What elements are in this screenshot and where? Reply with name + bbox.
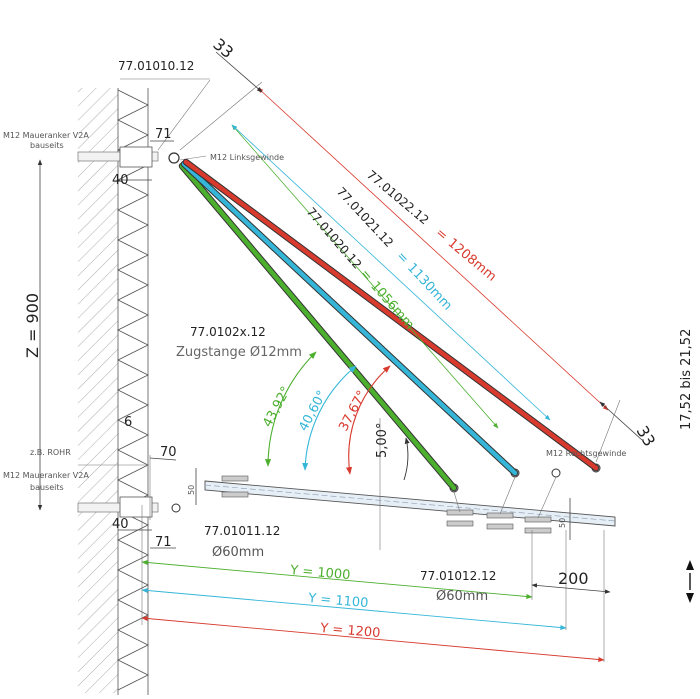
bottom-anchor	[77, 455, 159, 520]
anchor-bottom-label: M12 Maueranker V2A	[3, 471, 89, 480]
bottom-right-dia: Ø60mm	[436, 589, 488, 604]
bauseits-bottom-label: bauseits	[30, 483, 64, 492]
dim-70: 70	[160, 445, 177, 460]
rod-label-green: 77.01020.12 = 1056mm	[304, 205, 417, 333]
dim-33-top: 33	[209, 35, 237, 63]
angle-green: 43,92°	[260, 384, 294, 430]
rod-desc-label: Zugstange Ø12mm	[176, 345, 302, 360]
svg-text:=: =	[432, 225, 450, 244]
z-dim-label: Z = 900	[23, 293, 42, 358]
dim-71-bottom: 71	[155, 535, 172, 550]
top-hinge	[168, 152, 180, 164]
svg-text:=: =	[393, 249, 411, 267]
top-anchor-bolt	[77, 151, 159, 162]
angle-cyan: 40,60°	[296, 388, 330, 434]
angle-red: 37,67°	[336, 388, 370, 434]
bottom-anchor-bolt	[77, 502, 159, 513]
dim-200: 200	[558, 569, 589, 588]
slope-range-label: 17,52 bis 21,52	[679, 329, 694, 430]
y-dim-green: Y = 1000	[289, 563, 351, 583]
dim-6: 6	[124, 415, 132, 430]
bauseits-top-label: bauseits	[30, 141, 64, 150]
y-dim-cyan: Y = 1100	[307, 591, 369, 611]
y-dim-red: Y = 1200	[319, 621, 381, 641]
small-dims	[118, 140, 571, 549]
wall	[78, 88, 149, 695]
dim-33-right: 33	[633, 423, 660, 450]
slope-marker	[686, 560, 694, 603]
wall-hatch	[78, 88, 118, 693]
svg-text:1208mm: 1208mm	[445, 236, 499, 285]
bottom-left-part: 77.01011.12	[204, 524, 280, 538]
rod-dimension-lines	[179, 81, 621, 463]
top-part-label: 77.01010.12	[118, 59, 194, 73]
dim-71-top: 71	[155, 127, 172, 142]
dim-40-top: 40	[112, 173, 129, 188]
rechts-label: M12 Rechtsgewinde	[546, 449, 626, 458]
svg-text:=: =	[357, 267, 375, 285]
bottom-anchor-plate	[119, 496, 153, 518]
bottom-left-clamp	[171, 475, 249, 513]
dim-50-left: 50	[187, 485, 196, 495]
svg-text:1130mm: 1130mm	[404, 261, 455, 314]
canopy-glass	[204, 480, 616, 527]
bottom-left-dia: Ø60mm	[212, 545, 264, 560]
y-dimensions	[141, 505, 611, 662]
top-anchor-plate	[119, 146, 153, 168]
rod-part-label: 77.0102x.12	[190, 325, 266, 339]
angle-arcs	[264, 351, 410, 550]
z-rohr-label: z.B. ROHR	[30, 448, 71, 457]
links-label: M12 Linksgewinde	[210, 153, 284, 162]
dim-33-marks	[215, 51, 643, 441]
angle-slope: 5,00°	[375, 423, 390, 458]
dim-40-bottom: 40	[112, 517, 129, 532]
anchor-top-label: M12 Maueranker V2A	[3, 131, 89, 140]
canopy-slab	[171, 463, 616, 534]
dim-50-right: 50	[558, 518, 567, 528]
bottom-right-part: 77.01012.12	[420, 569, 496, 583]
